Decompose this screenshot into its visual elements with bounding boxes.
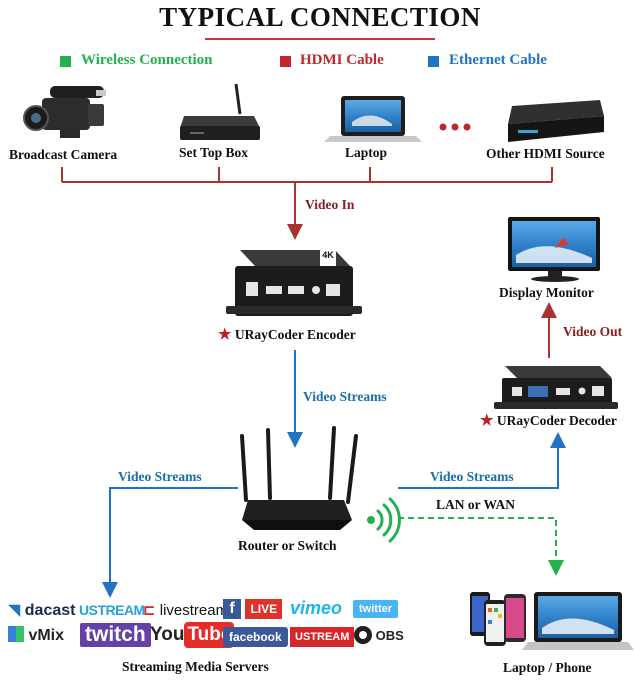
laptop-phone-label: Laptop / Phone [503,660,592,675]
video-out-label: Video Out [563,324,623,339]
livestream-mark-icon: ⊏ [143,602,156,619]
router-servers-line [102,487,238,598]
router-decoder-line [398,432,566,489]
ustream-tv-logo: USTREAM [290,627,355,647]
broadcast-camera-label: Broadcast Camera [9,147,118,162]
livestream-logo: ⊏ livestream [143,602,229,619]
video-in-label: Video In [305,197,355,212]
decoder-label: ★ URayCoder Decoder [480,411,617,430]
other-hdmi-source-label: Other HDMI Source [486,146,605,161]
encoder-device-icon [226,248,362,316]
vimeo-logo: vimeo [290,598,343,618]
hdmi-source-box-icon [508,100,604,142]
dacast-mark-icon: ◥ [8,602,21,619]
video-streams-encoder-label: Video Streams [303,389,387,404]
obs-mark-icon [354,626,372,644]
wifi-signal-icon [367,497,401,543]
hdmi-bracket [61,167,553,240]
decoder-name: URayCoder Decoder [496,413,617,428]
twitch-logo: twitch [80,623,151,647]
set-top-box-icon [180,83,260,140]
set-top-box-label: Set Top Box [179,145,249,160]
facebook-f-icon: f [223,599,241,619]
streaming-servers-label: Streaming Media Servers [122,659,269,674]
title-underline [205,38,435,40]
vmix-mark-icon [8,626,24,642]
obs-logo: OBS [354,626,404,644]
lan-wan-label: LAN or WAN [436,497,516,512]
star-icon: ★ [480,413,494,429]
router-label: Router or Switch [238,538,337,553]
legend-swatch-ethernet [428,56,439,67]
more-sources-dots-icon [439,123,471,131]
diagram-title: TYPICAL CONNECTION [159,2,481,32]
legend-ethernet: Ethernet Cable [449,52,547,68]
video-streams-servers-label: Video Streams [118,469,202,484]
legend-hdmi: HDMI Cable [300,52,384,68]
encoder-badge: 4K [322,250,334,260]
video-streams-decoder-label: Video Streams [430,469,514,484]
laptop-icon [324,96,422,142]
encoder-name: URayCoder Encoder [234,327,356,342]
dacast-logo: ◥ dacast [8,602,76,619]
laptop-label: Laptop [345,145,388,160]
facebook-logo: facebook [223,627,288,647]
twitter-logo: twitter [353,600,398,618]
display-monitor-icon [508,217,600,282]
display-monitor-label: Display Monitor [499,285,594,300]
legend-swatch-wireless [60,56,71,67]
encoder-label: ★ URayCoder Encoder [218,325,356,344]
ustream-logo: USTREAM [79,602,145,618]
facebook-live-logo: f LIVE [223,599,283,619]
broadcast-camera-icon [23,86,106,138]
router-icon [240,426,358,530]
legend-wireless: Wireless Connection [81,52,213,68]
legend-swatch-hdmi [280,56,291,67]
more-sources-ellipsis: • • • [436,112,458,128]
star-icon: ★ [218,327,232,343]
decoder-device-icon [494,366,618,409]
wireless-line [398,517,564,576]
vmix-logo: vMix [8,626,64,645]
devices-group-icon [470,592,634,650]
